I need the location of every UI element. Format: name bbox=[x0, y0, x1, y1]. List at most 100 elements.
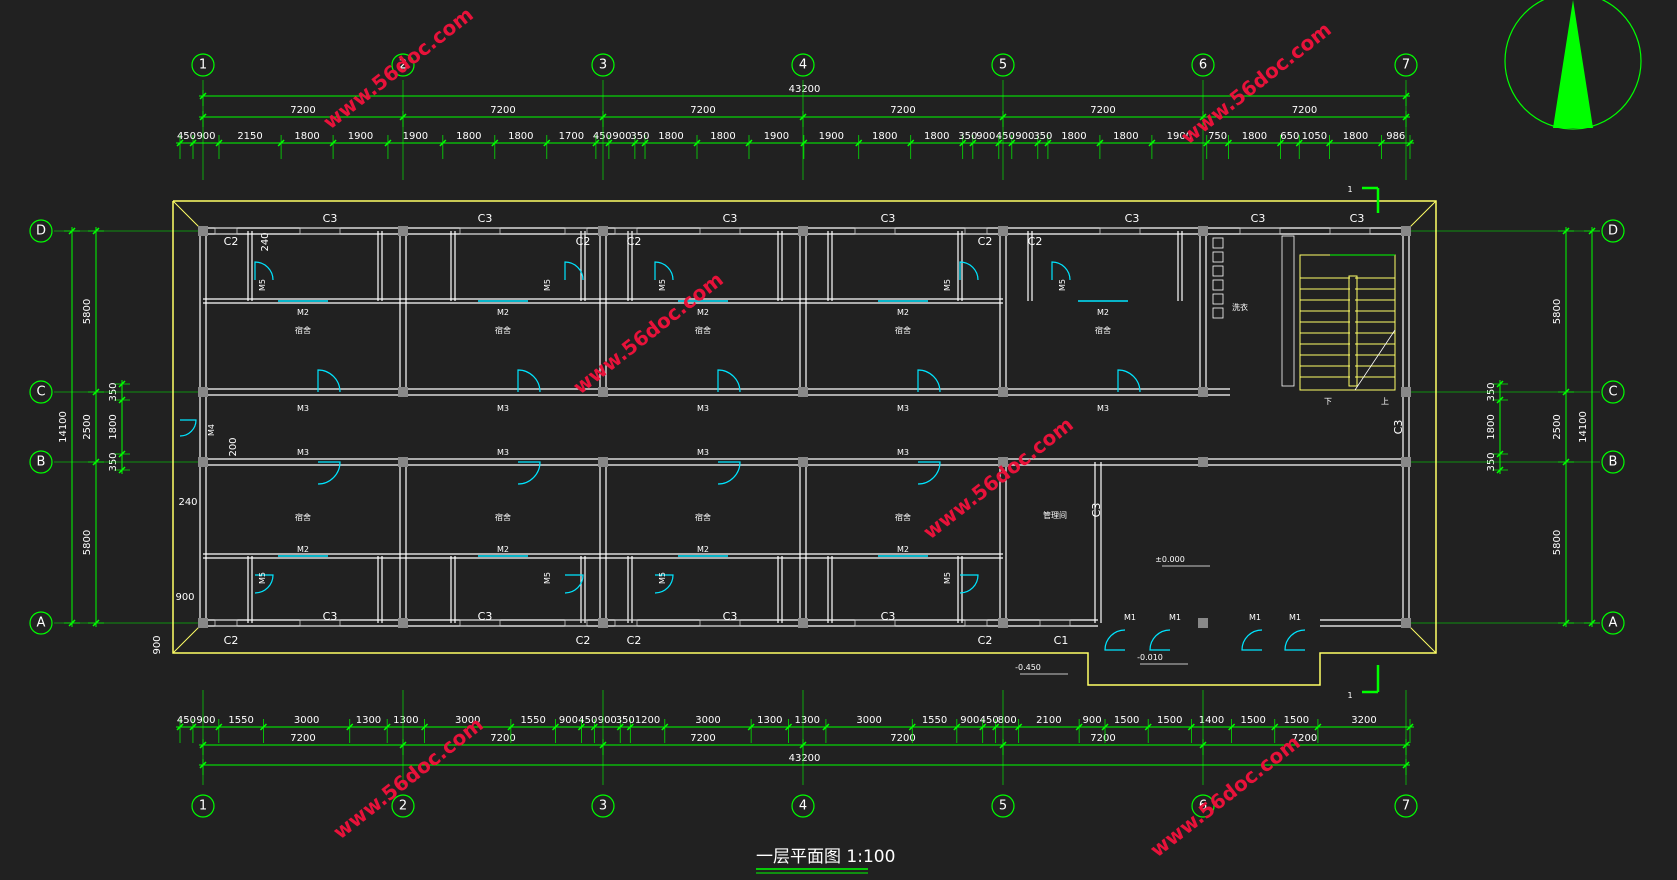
dimension-label: 1800 bbox=[924, 131, 949, 142]
dimension-label: 1500 bbox=[1114, 715, 1139, 726]
window bbox=[1239, 227, 1281, 235]
elevation-entrance: -0.010 bbox=[1137, 653, 1163, 662]
door-label-m3: M3 bbox=[497, 448, 509, 457]
wash-basin bbox=[1212, 237, 1224, 249]
dimension-label: 1800 bbox=[1061, 131, 1086, 142]
dimension-label: 1500 bbox=[1284, 715, 1309, 726]
window bbox=[1329, 227, 1371, 235]
dimension-label: 5800 bbox=[1552, 530, 1563, 555]
watermark-text: www.56doc.com bbox=[328, 712, 487, 844]
column-square bbox=[598, 226, 608, 236]
door-label-m2: M2 bbox=[297, 308, 309, 317]
axis-bubble bbox=[591, 794, 615, 818]
door-label-m4: M4 bbox=[207, 424, 216, 436]
axis-bubble bbox=[29, 380, 53, 404]
dimension-label: 1800 bbox=[294, 131, 319, 142]
axis-label: 4 bbox=[799, 799, 807, 814]
dimension-label: 14100 bbox=[58, 411, 69, 443]
dimension-label: 1500 bbox=[1240, 715, 1265, 726]
outline-polyline bbox=[172, 200, 1437, 686]
dimension-label: 7200 bbox=[290, 733, 315, 744]
door-m3 bbox=[517, 369, 541, 393]
dimension-label: 3200 bbox=[1351, 715, 1376, 726]
column-square bbox=[398, 226, 408, 236]
column-square bbox=[598, 387, 608, 397]
elevation-outside: -0.450 bbox=[1015, 663, 1041, 672]
axis-label: 3 bbox=[599, 799, 607, 814]
axis-bubble bbox=[1601, 450, 1625, 474]
dimension-label: 7200 bbox=[490, 733, 515, 744]
building-outline bbox=[172, 200, 1437, 686]
axis-label: 7 bbox=[1402, 799, 1410, 814]
north-arrow-pointer bbox=[1553, 0, 1593, 128]
door-m5 bbox=[959, 574, 979, 594]
axis-bubble bbox=[791, 53, 815, 77]
dimension-label: 7200 bbox=[1292, 733, 1317, 744]
dimension-label: 5800 bbox=[82, 530, 93, 555]
dimension-label: 450 bbox=[177, 131, 196, 142]
elevation-floor: ±0.000 bbox=[1155, 555, 1185, 564]
axis-label: 2 bbox=[399, 58, 407, 73]
door-label-m5: M5 bbox=[258, 279, 267, 291]
dimension-label: 1050 bbox=[1302, 131, 1327, 142]
dimension-label: 7200 bbox=[690, 105, 715, 116]
door-m5 bbox=[564, 261, 584, 281]
door-label-m3: M3 bbox=[1097, 404, 1109, 413]
window-label-c2: C2 bbox=[627, 634, 642, 647]
door-label-m5: M5 bbox=[1058, 279, 1067, 291]
window bbox=[699, 227, 741, 235]
column-square bbox=[198, 226, 208, 236]
dimension-label: 900 bbox=[559, 715, 578, 726]
window-label-c1: C1 bbox=[1054, 634, 1069, 647]
drawing-title-block: 一层平面图 1:100 bbox=[756, 847, 895, 874]
axis-label: 6 bbox=[1199, 58, 1207, 73]
room-label-dorm: 宿舍 bbox=[895, 512, 911, 522]
dimension-label: 2100 bbox=[1036, 715, 1061, 726]
dimension-label: 1300 bbox=[393, 715, 418, 726]
column-square bbox=[798, 457, 808, 467]
door-m5 bbox=[654, 261, 674, 281]
dimension-label: 3000 bbox=[856, 715, 881, 726]
axis-bubble bbox=[1601, 611, 1625, 635]
axis-label: 4 bbox=[799, 58, 807, 73]
window bbox=[964, 619, 988, 627]
door-label-m3: M3 bbox=[897, 448, 909, 457]
window-label-c3: C3 bbox=[1090, 503, 1103, 518]
dimension-label: 3000 bbox=[455, 715, 480, 726]
door-m1 bbox=[1149, 629, 1171, 651]
door-m1 bbox=[1104, 629, 1126, 651]
axis-label: 5 bbox=[999, 799, 1007, 814]
door-label-m5: M5 bbox=[258, 572, 267, 584]
staircase bbox=[1212, 235, 1396, 391]
dimension-label: 800 bbox=[998, 715, 1017, 726]
window-label-c3: C3 bbox=[723, 610, 738, 623]
door-label-m1: M1 bbox=[1249, 613, 1261, 622]
window-label-c2: C2 bbox=[576, 634, 591, 647]
door-label-m2: M2 bbox=[497, 545, 509, 554]
door-label-m1: M1 bbox=[1169, 613, 1181, 622]
dimension-label: 1550 bbox=[922, 715, 947, 726]
window-label-c3: C3 bbox=[323, 610, 338, 623]
axis-label: 7 bbox=[1402, 58, 1410, 73]
dimension-label: 1550 bbox=[228, 715, 253, 726]
dimension-label: 1400 bbox=[1199, 715, 1224, 726]
door-m3 bbox=[317, 369, 341, 393]
dimension-label: 1800 bbox=[1242, 131, 1267, 142]
dimension-label: 1900 bbox=[348, 131, 373, 142]
column-square bbox=[998, 618, 1008, 628]
dimension-label: 900 bbox=[152, 635, 163, 654]
window bbox=[214, 619, 238, 627]
walls bbox=[198, 226, 1411, 628]
watermark-text: www.56doc.com bbox=[918, 412, 1077, 544]
dimension-label: 1800 bbox=[710, 131, 735, 142]
dimension-label: 1800 bbox=[108, 414, 119, 439]
window-label-c3: C3 bbox=[1125, 212, 1140, 225]
dimension-label: 900 bbox=[976, 131, 995, 142]
door-m5 bbox=[254, 261, 274, 281]
column-square bbox=[198, 387, 208, 397]
axis-label: C bbox=[36, 385, 45, 400]
